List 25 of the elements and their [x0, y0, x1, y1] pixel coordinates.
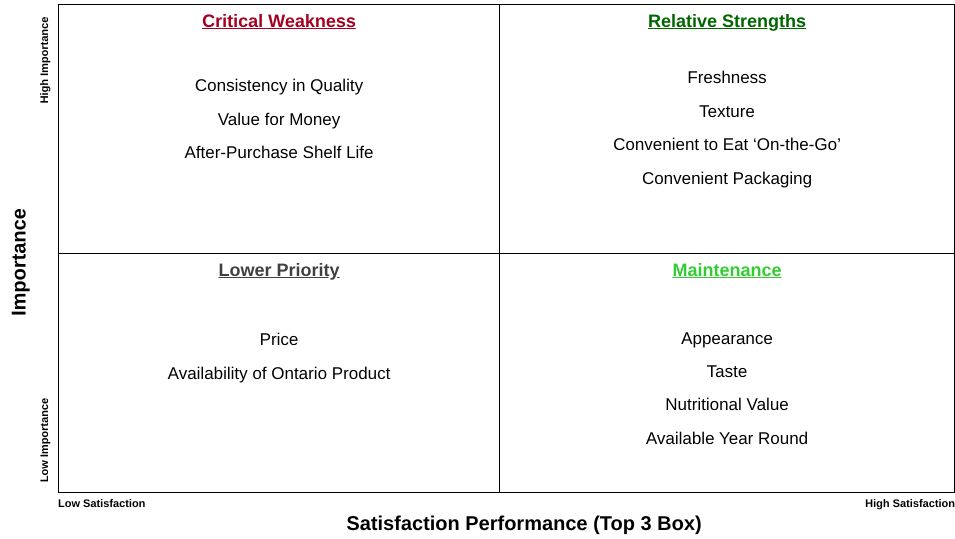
quadrant-panel [58, 4, 500, 254]
attribute-label: After-Purchase Shelf Life [184, 143, 374, 162]
attribute-label: Nutritional Value [665, 395, 789, 414]
quadrant-heading: Lower Priority [218, 260, 340, 280]
attribute-label: Price [260, 330, 298, 349]
axis-title: Satisfaction Performance (Top 3 Box) [346, 513, 702, 536]
attribute-label: Texture [699, 102, 755, 120]
attribute-label: Availability of Ontario Product [168, 364, 390, 382]
attribute-label: Freshness [687, 68, 767, 87]
attribute-label: Convenient to Eat ‘On-the-Go’ [613, 135, 841, 154]
axis-title: Importance [8, 208, 32, 316]
quadrant-panel [499, 253, 955, 493]
attribute-label: Taste [706, 362, 748, 382]
quadrant-panel [499, 4, 955, 254]
attribute-label: Consistency in Quality [194, 76, 364, 95]
attribute-label: Value for Money [218, 110, 340, 128]
attribute-label: Available Year Round [646, 428, 808, 448]
axis-end-label: Low Importance [39, 398, 51, 482]
attribute-label: Appearance [681, 329, 773, 348]
quadrant-heading: Relative Strengths [648, 11, 806, 31]
quadrant-heading: Maintenance [672, 260, 782, 280]
axis-end-label: Low Satisfaction [58, 498, 146, 510]
quadrant-panel [58, 253, 500, 493]
attribute-label: Convenient Packaging [642, 168, 812, 188]
quadrant-heading: Critical Weakness [202, 11, 356, 31]
